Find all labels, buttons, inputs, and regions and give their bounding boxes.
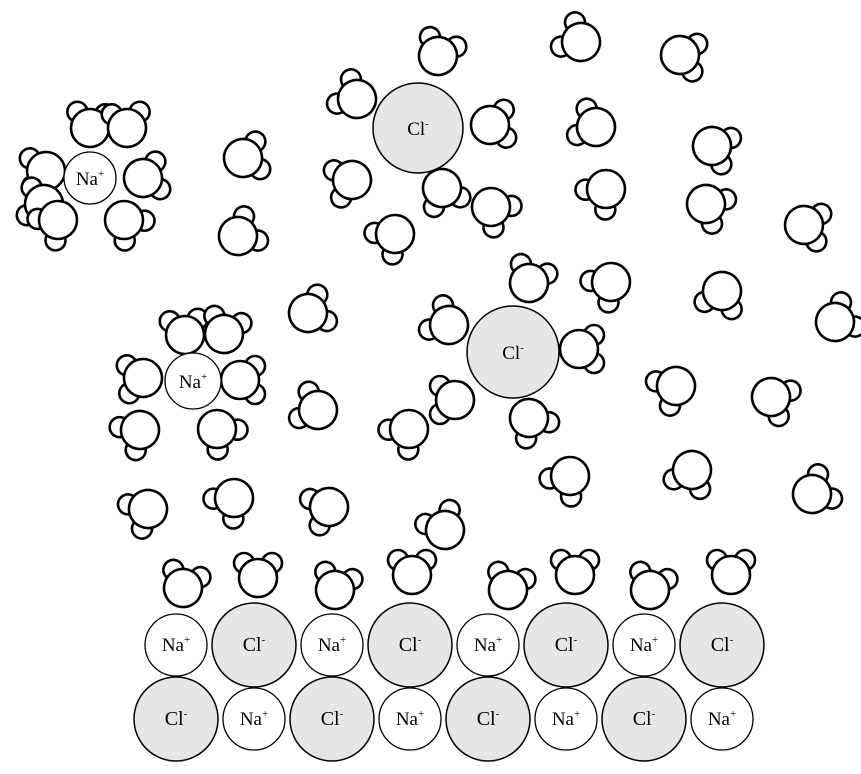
water-molecule	[480, 560, 538, 615]
water-molecule	[388, 550, 436, 594]
water-molecule	[120, 150, 172, 205]
chloride-ion: Cl-	[134, 677, 218, 761]
sodium-ion: Na+	[613, 614, 675, 676]
sodium-ion: Na+	[691, 688, 753, 750]
chloride-ion: Cl-	[446, 677, 530, 761]
water-molecule	[469, 99, 517, 151]
hydrated-chloride-ion-2: Cl-	[467, 306, 559, 398]
water-molecule	[234, 553, 282, 597]
water-molecule	[220, 130, 272, 185]
sodium-ion: Na+	[379, 688, 441, 750]
water-molecule	[210, 203, 272, 267]
water-molecule	[744, 367, 804, 429]
water-molecule	[707, 550, 755, 594]
water-molecule	[678, 174, 740, 238]
sodium-ion: Na+	[535, 688, 597, 750]
sodium-ion: Na+	[457, 614, 519, 676]
water-molecule	[807, 289, 861, 353]
hydrated-sodium-ion-1: Na+	[64, 152, 116, 204]
water-molecule	[500, 251, 560, 309]
water-molecule	[116, 352, 164, 404]
sodium-ion: Na+	[145, 614, 207, 676]
water-molecule	[360, 203, 425, 268]
water-molecule	[622, 560, 680, 615]
water-molecule	[282, 282, 340, 342]
water-molecule	[286, 379, 344, 439]
water-molecule	[784, 461, 846, 525]
water-molecule	[661, 444, 721, 502]
water-molecule	[571, 159, 636, 224]
water-molecule	[322, 152, 377, 210]
water-molecule	[692, 266, 750, 321]
water-molecule	[551, 550, 599, 594]
water-molecule	[642, 356, 704, 420]
water-molecule	[221, 356, 265, 404]
hydrated-sodium-ion-2: Na+	[165, 353, 221, 409]
water-molecule	[686, 117, 744, 177]
hydrated-chloride-ion-1: Cl-	[373, 83, 463, 173]
chloride-ion: Cl-	[524, 603, 608, 687]
water-molecule	[547, 9, 609, 73]
water-molecule	[409, 24, 469, 82]
water-molecule	[461, 176, 526, 241]
water-molecule	[657, 28, 709, 83]
water-molecule	[536, 446, 601, 511]
chloride-ion: Cl-	[368, 603, 452, 687]
chloride-ion: Cl-	[290, 677, 374, 761]
chloride-ion: Cl-	[602, 677, 686, 761]
water-molecule	[374, 399, 439, 464]
water-molecule	[781, 198, 833, 253]
chloride-ion: Cl-	[212, 603, 296, 687]
water-molecule	[564, 96, 622, 156]
water-molecule	[106, 399, 170, 464]
water-molecule	[196, 304, 254, 359]
water-molecule	[199, 468, 264, 533]
water-molecule	[159, 308, 211, 356]
water-molecule	[560, 325, 604, 373]
sodium-ion: Na+	[301, 614, 363, 676]
water-molecule	[430, 376, 474, 424]
sodium-ion: Na+	[223, 688, 285, 750]
water-molecule	[155, 558, 213, 613]
chloride-ion: Cl-	[680, 603, 764, 687]
water-molecule	[412, 496, 476, 558]
water-molecule	[114, 479, 176, 543]
water-molecule	[297, 478, 355, 538]
water-molecule	[307, 560, 365, 615]
water-molecule	[576, 251, 641, 316]
nacl-crystal-surface: Na+Na+Na+Na+Na+Na+Na+Na+Cl-Cl-Cl-Cl-Cl-C…	[134, 603, 764, 761]
water-molecule	[101, 101, 153, 149]
